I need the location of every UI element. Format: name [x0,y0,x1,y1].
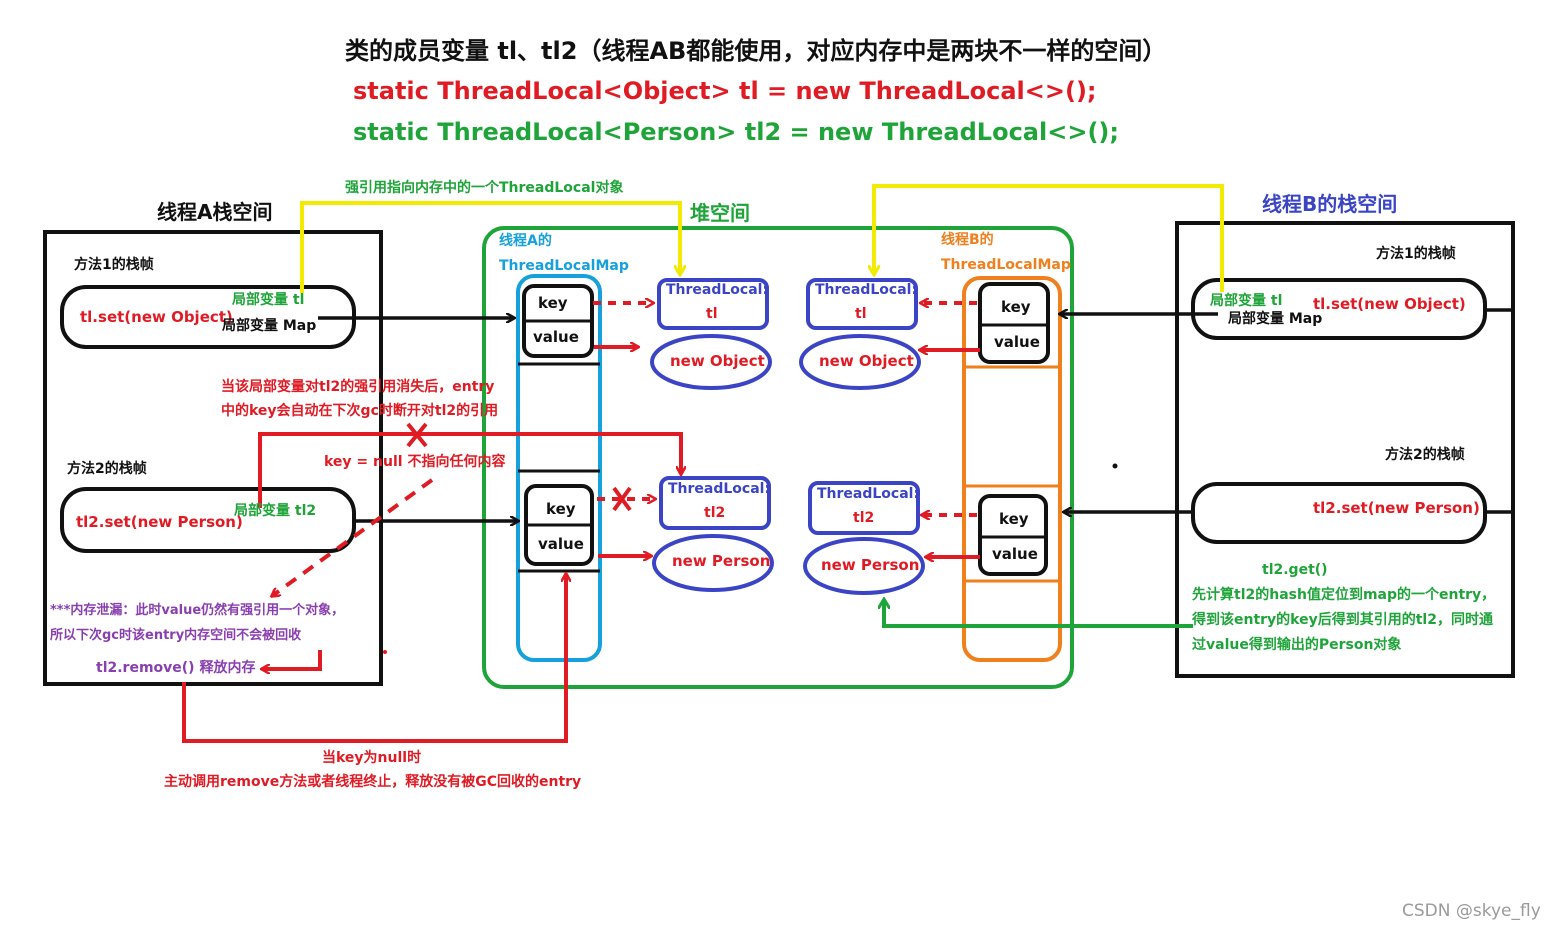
thread-b-frame2-call: tl2.set(new Person) [1313,499,1480,517]
heap-title: 堆空间 [690,201,750,225]
yellow-ref-b [874,184,1224,292]
map-a-entry2-value: value [538,535,584,553]
watermark: CSDN @skye_fly [1402,901,1541,921]
map-b-box [962,276,1062,662]
map-b-entry1 [978,282,1050,364]
map-b-entry2 [978,494,1048,576]
remove-arrow [262,650,322,669]
map-a-entry2-key: key [546,500,576,518]
new-object-a-label: new Object [670,352,765,370]
thread-a-title: 线程A栈空间 [157,200,273,224]
tl-a-line1: ThreadLocal: [666,282,769,298]
new-person-a [652,534,774,592]
header-line1: 类的成员变量 tl、tl2（线程AB都能使用，对应内存中是两块不一样的空间） [345,37,1167,65]
map-a-entry1-value: value [533,328,579,346]
thread-b-frame1-call: tl.set(new Object) [1313,295,1466,313]
threadlocal-tl2-a [659,476,771,530]
thread-a-frame1-label: 方法1的栈帧 [74,257,154,273]
map-b-entry2-key: key [999,510,1029,528]
tl-a-line2: tl [706,306,718,322]
thread-a-frame2-call: tl2.set(new Person) [76,513,243,531]
map-a-label-line2: ThreadLocalMap [499,258,629,274]
new-person-b [803,537,925,595]
thread-b-title: 线程B的栈空间 [1262,192,1398,216]
thread-b-stack-box [1175,221,1515,678]
thread-b-var-tl: 局部变量 tl [1210,293,1283,309]
cross-mark-weak-ref [612,486,632,512]
tl2-b-line1: ThreadLocal: [817,486,920,502]
get-arrow [884,600,1193,628]
weak-note-line2: 中的key会自动在下次gc时断开对tl2的引用 [221,403,499,419]
map-b-entry1-value: value [994,333,1040,351]
thread-a-frame1-call: tl.set(new Object) [80,308,233,326]
new-object-b-label: new Object [819,352,914,370]
thread-b-var-map: 局部变量 Map [1228,311,1323,327]
map-b-label-line2: ThreadLocalMap [941,257,1071,273]
map-b-label-line1: 线程B的 [941,232,994,248]
map-a-label-line1: 线程A的 [499,233,552,249]
strong-ref-label: 强引用指向内存中的一个ThreadLocal对象 [345,180,624,196]
header-code-tl: static ThreadLocal<Object> tl = new Thre… [353,77,1097,105]
thread-b-frame2-label: 方法2的栈帧 [1385,447,1465,463]
thread-a-frame2-label: 方法2的栈帧 [67,461,147,477]
heap-box [482,226,1074,689]
get-title: tl2.get() [1262,562,1328,578]
yellow-ref-a [300,201,680,293]
thread-a-var-tl2: 局部变量 tl2 [234,503,317,519]
tl2-b-line2: tl2 [853,510,875,526]
key-null-label: key = null 不指向任何内容 [324,454,506,470]
remove-release-arrow [182,574,566,743]
thread-a-var-tl: 局部变量 tl [232,292,305,308]
leak-note-line2: 所以下次gc时该entry内存空间不会被回收 [50,628,302,643]
leak-arrow [272,478,434,596]
get-desc-line2: 得到该entry的key后得到其引用的tl2，同时通 [1192,612,1493,628]
tl-b-line1: ThreadLocal: [815,282,918,298]
threadlocal-tl-a [657,278,769,330]
map-b-entry1-key: key [1001,298,1031,316]
threadlocal-tl-b [806,278,918,330]
thread-a-var-map: 局部变量 Map [222,318,317,334]
leak-note-line1: ***内存泄漏：此时value仍然有强引用一个对象， [50,603,345,618]
new-object-a [650,334,772,390]
map-a-entry1-key: key [538,294,568,312]
get-desc-line1: 先计算tl2的hash值定位到map的一个entry， [1192,587,1496,603]
thread-a-stack-box [43,230,383,686]
new-person-b-label: new Person [821,556,920,574]
new-person-a-label: new Person [672,552,771,570]
new-object-b [799,334,921,390]
tl2-a-line2: tl2 [704,505,726,521]
bottom-note-line2: 主动调用remove方法或者线程终止，释放没有被GC回收的entry [164,774,582,790]
remove-label: tl2.remove() 释放内存 [96,660,256,676]
map-b-entry2-value: value [992,545,1038,563]
get-desc-line3: 过value得到输出的Person对象 [1192,637,1402,653]
bottom-note-line1: 当key为null时 [322,750,422,766]
thread-b-frame1-label: 方法1的栈帧 [1376,246,1456,262]
tl-b-line2: tl [855,306,867,322]
weak-note-line1: 当该局部变量对tl2的强引用消失后，entry [221,379,495,395]
tl2-a-line1: ThreadLocal: [668,481,771,497]
map-a-box [516,274,602,662]
strong-ref-tl2 [258,432,681,508]
header-code-tl2: static ThreadLocal<Person> tl2 = new Thr… [353,118,1119,146]
threadlocal-tl2-b [808,481,920,535]
